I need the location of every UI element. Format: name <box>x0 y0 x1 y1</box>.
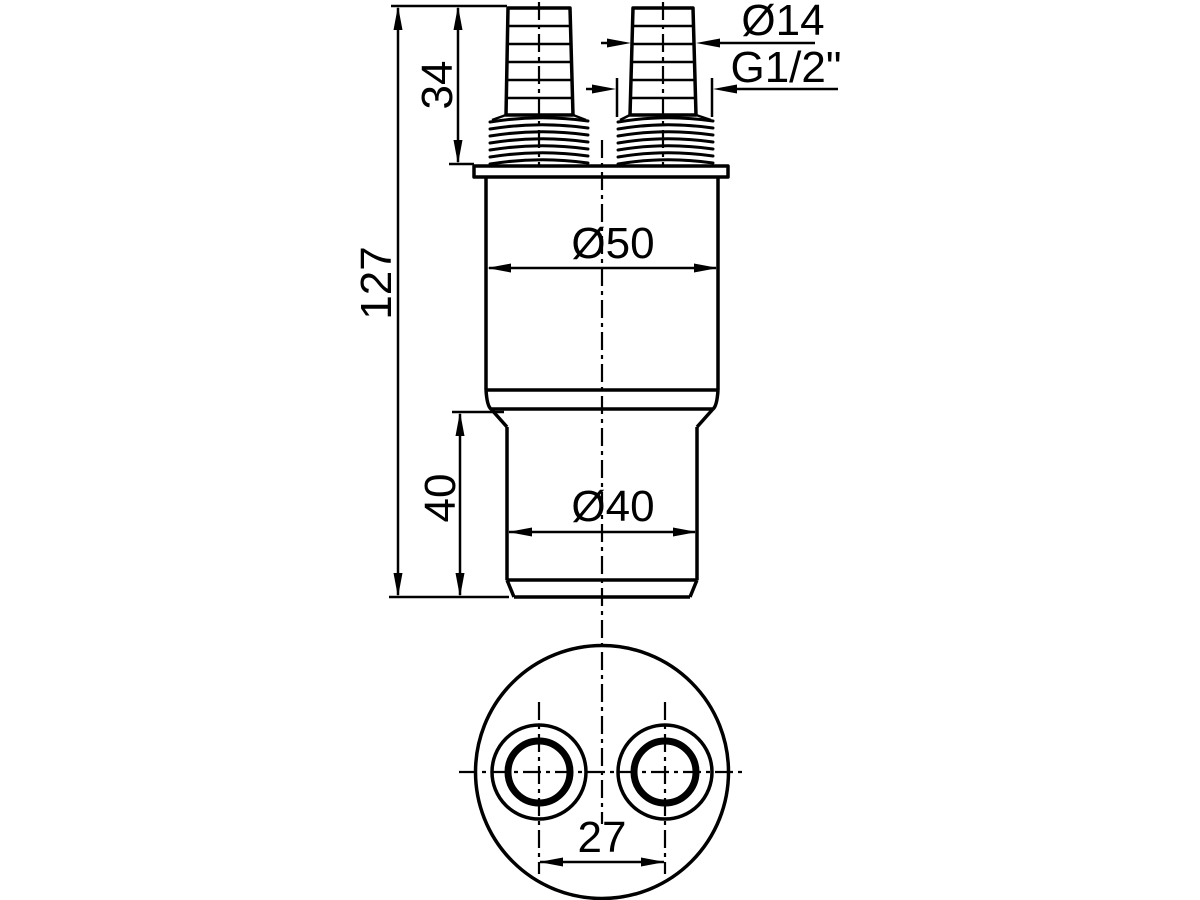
dimension-overall-height: 127 <box>352 4 509 599</box>
spigot-40 <box>505 427 699 599</box>
dim-50-label: Ø50 <box>571 219 654 268</box>
dimension-spigot-height: 40 <box>416 410 504 597</box>
dim-40v-label: 40 <box>416 474 465 523</box>
dimension-spigot-diameter: Ø40 <box>508 482 697 537</box>
right-hose-barb <box>616 6 715 166</box>
centerlines <box>459 2 745 874</box>
dimension-barb-height: 34 <box>413 6 474 166</box>
dim-40d-label: Ø40 <box>571 482 654 531</box>
dimension-thread-size: G1/2" <box>586 43 842 117</box>
dim-thread-label: G1/2" <box>730 43 841 92</box>
dimension-barb-diameter: Ø14 <box>601 0 825 48</box>
dimension-body-diameter: Ø50 <box>487 219 718 273</box>
dim-27-label: 27 <box>578 813 627 862</box>
dimension-hole-spacing: 27 <box>539 813 665 867</box>
dim-14-label: Ø14 <box>741 0 824 45</box>
dim-127-label: 127 <box>352 246 401 319</box>
dim-34-label: 34 <box>413 61 462 110</box>
